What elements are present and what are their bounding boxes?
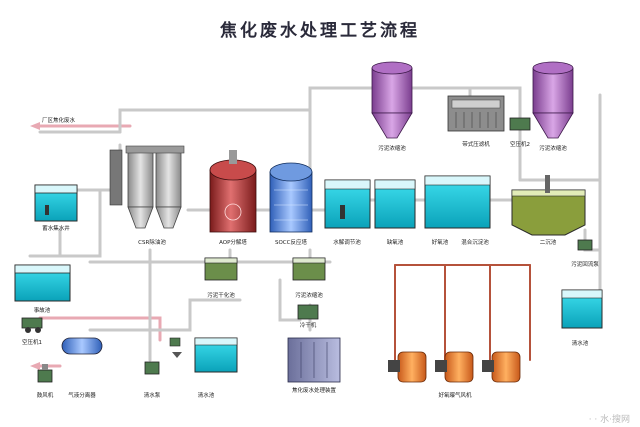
svg-text:二沉池: 二沉池 xyxy=(540,238,557,246)
sludge-silo-left: 污泥浓缩池 xyxy=(371,61,413,152)
fan-unit-1 xyxy=(388,351,427,383)
diagram-title: 焦化废水处理工艺流程 xyxy=(219,20,420,41)
aerobic-pool: 好氧池 混合沉淀池 xyxy=(424,175,491,246)
gas-liquid-separator: 气液分离器 xyxy=(61,337,103,399)
svg-text:蓄水集水井: 蓄水集水井 xyxy=(42,224,70,232)
svg-text:缺氧池: 缺氧池 xyxy=(387,238,404,246)
svg-text:清水池: 清水池 xyxy=(198,391,215,399)
svg-text:空压机1: 空压机1 xyxy=(22,338,42,346)
svg-text:事故池: 事故池 xyxy=(34,306,51,314)
pipe-network xyxy=(28,86,602,368)
svg-text:水解调节池: 水解调节池 xyxy=(333,238,361,246)
svg-text:污泥干化池: 污泥干化池 xyxy=(207,291,235,299)
filter-press: 带式压滤机 xyxy=(447,95,505,148)
svg-text:冷干机: 冷干机 xyxy=(300,321,317,329)
sludge-thickener: 污泥浓缩池 xyxy=(292,257,326,299)
fan-unit-3 xyxy=(482,351,521,383)
emergency-pool: 事故池 xyxy=(14,264,71,314)
svg-text:带式压滤机: 带式压滤机 xyxy=(462,140,490,148)
svg-text:厂区焦化废水: 厂区焦化废水 xyxy=(42,116,76,124)
svg-text:空压机2: 空压机2 xyxy=(510,140,530,148)
cooler-unit: 冷干机 xyxy=(297,304,319,329)
svg-text:混合沉淀池: 混合沉淀池 xyxy=(461,238,489,246)
sludge-drying-pool: 污泥干化池 xyxy=(204,257,238,299)
fan-unit-2 xyxy=(435,351,474,383)
blower-1: 空压机1 xyxy=(21,317,43,346)
svg-text:污泥浓缩池: 污泥浓缩池 xyxy=(539,144,567,152)
svg-text:污泥浓缩池: 污泥浓缩池 xyxy=(378,144,406,152)
csr-tank: CSR除油池 xyxy=(109,145,185,246)
watermark: · · 水·搜网 xyxy=(589,413,630,425)
hydrolysis-pool: 水解调节池 xyxy=(324,179,371,246)
aeration-blower-pump: 鼓风机 xyxy=(37,364,54,399)
svg-text:焦化废水处理装置: 焦化废水处理装置 xyxy=(292,386,337,394)
blower-2: 空压机2 xyxy=(509,117,531,148)
svg-text:清水泵: 清水泵 xyxy=(144,391,161,399)
left-arrow-icon xyxy=(30,362,40,370)
clear-water-pump: 清水泵 xyxy=(144,361,161,399)
svg-text:污泥回流泵: 污泥回流泵 xyxy=(571,260,599,268)
svg-text:气液分离器: 气液分离器 xyxy=(68,391,96,399)
discharge-pool: 清水池 xyxy=(561,289,603,347)
svg-text:污泥浓缩池: 污泥浓缩池 xyxy=(295,291,323,299)
electrical-cabinet: 焦化废水处理装置 xyxy=(287,337,341,394)
anoxic-pool: 缺氧池 xyxy=(374,179,416,246)
aop-tower: AOP分解塔 xyxy=(209,150,257,246)
svg-text:AOP分解塔: AOP分解塔 xyxy=(219,238,247,246)
clear-water-pool: 清水池 xyxy=(194,337,238,399)
sludge-silo-right: 污泥浓缩池 xyxy=(532,61,574,152)
regulating-tank: 蓄水集水井 xyxy=(34,184,78,232)
svg-text:SOCC反应塔: SOCC反应塔 xyxy=(275,238,308,246)
sludge-return-pump: 污泥回流泵 xyxy=(571,239,599,268)
svg-text:好氧曝气风机: 好氧曝气风机 xyxy=(438,391,472,399)
wastewater-inlet-arrow: 厂区焦化废水 xyxy=(30,116,76,130)
svg-text:清水池: 清水池 xyxy=(572,339,589,347)
lift-pump xyxy=(169,337,182,358)
aeration-fans: 好氧曝气风机 xyxy=(388,351,521,399)
socc-tower: SOCC反应塔 xyxy=(269,162,313,246)
svg-text:好氧池: 好氧池 xyxy=(432,238,449,246)
svg-text:CSR除油池: CSR除油池 xyxy=(138,238,166,246)
secondary-clarifier: 二沉池 xyxy=(511,175,586,246)
svg-text:鼓风机: 鼓风机 xyxy=(37,391,54,399)
